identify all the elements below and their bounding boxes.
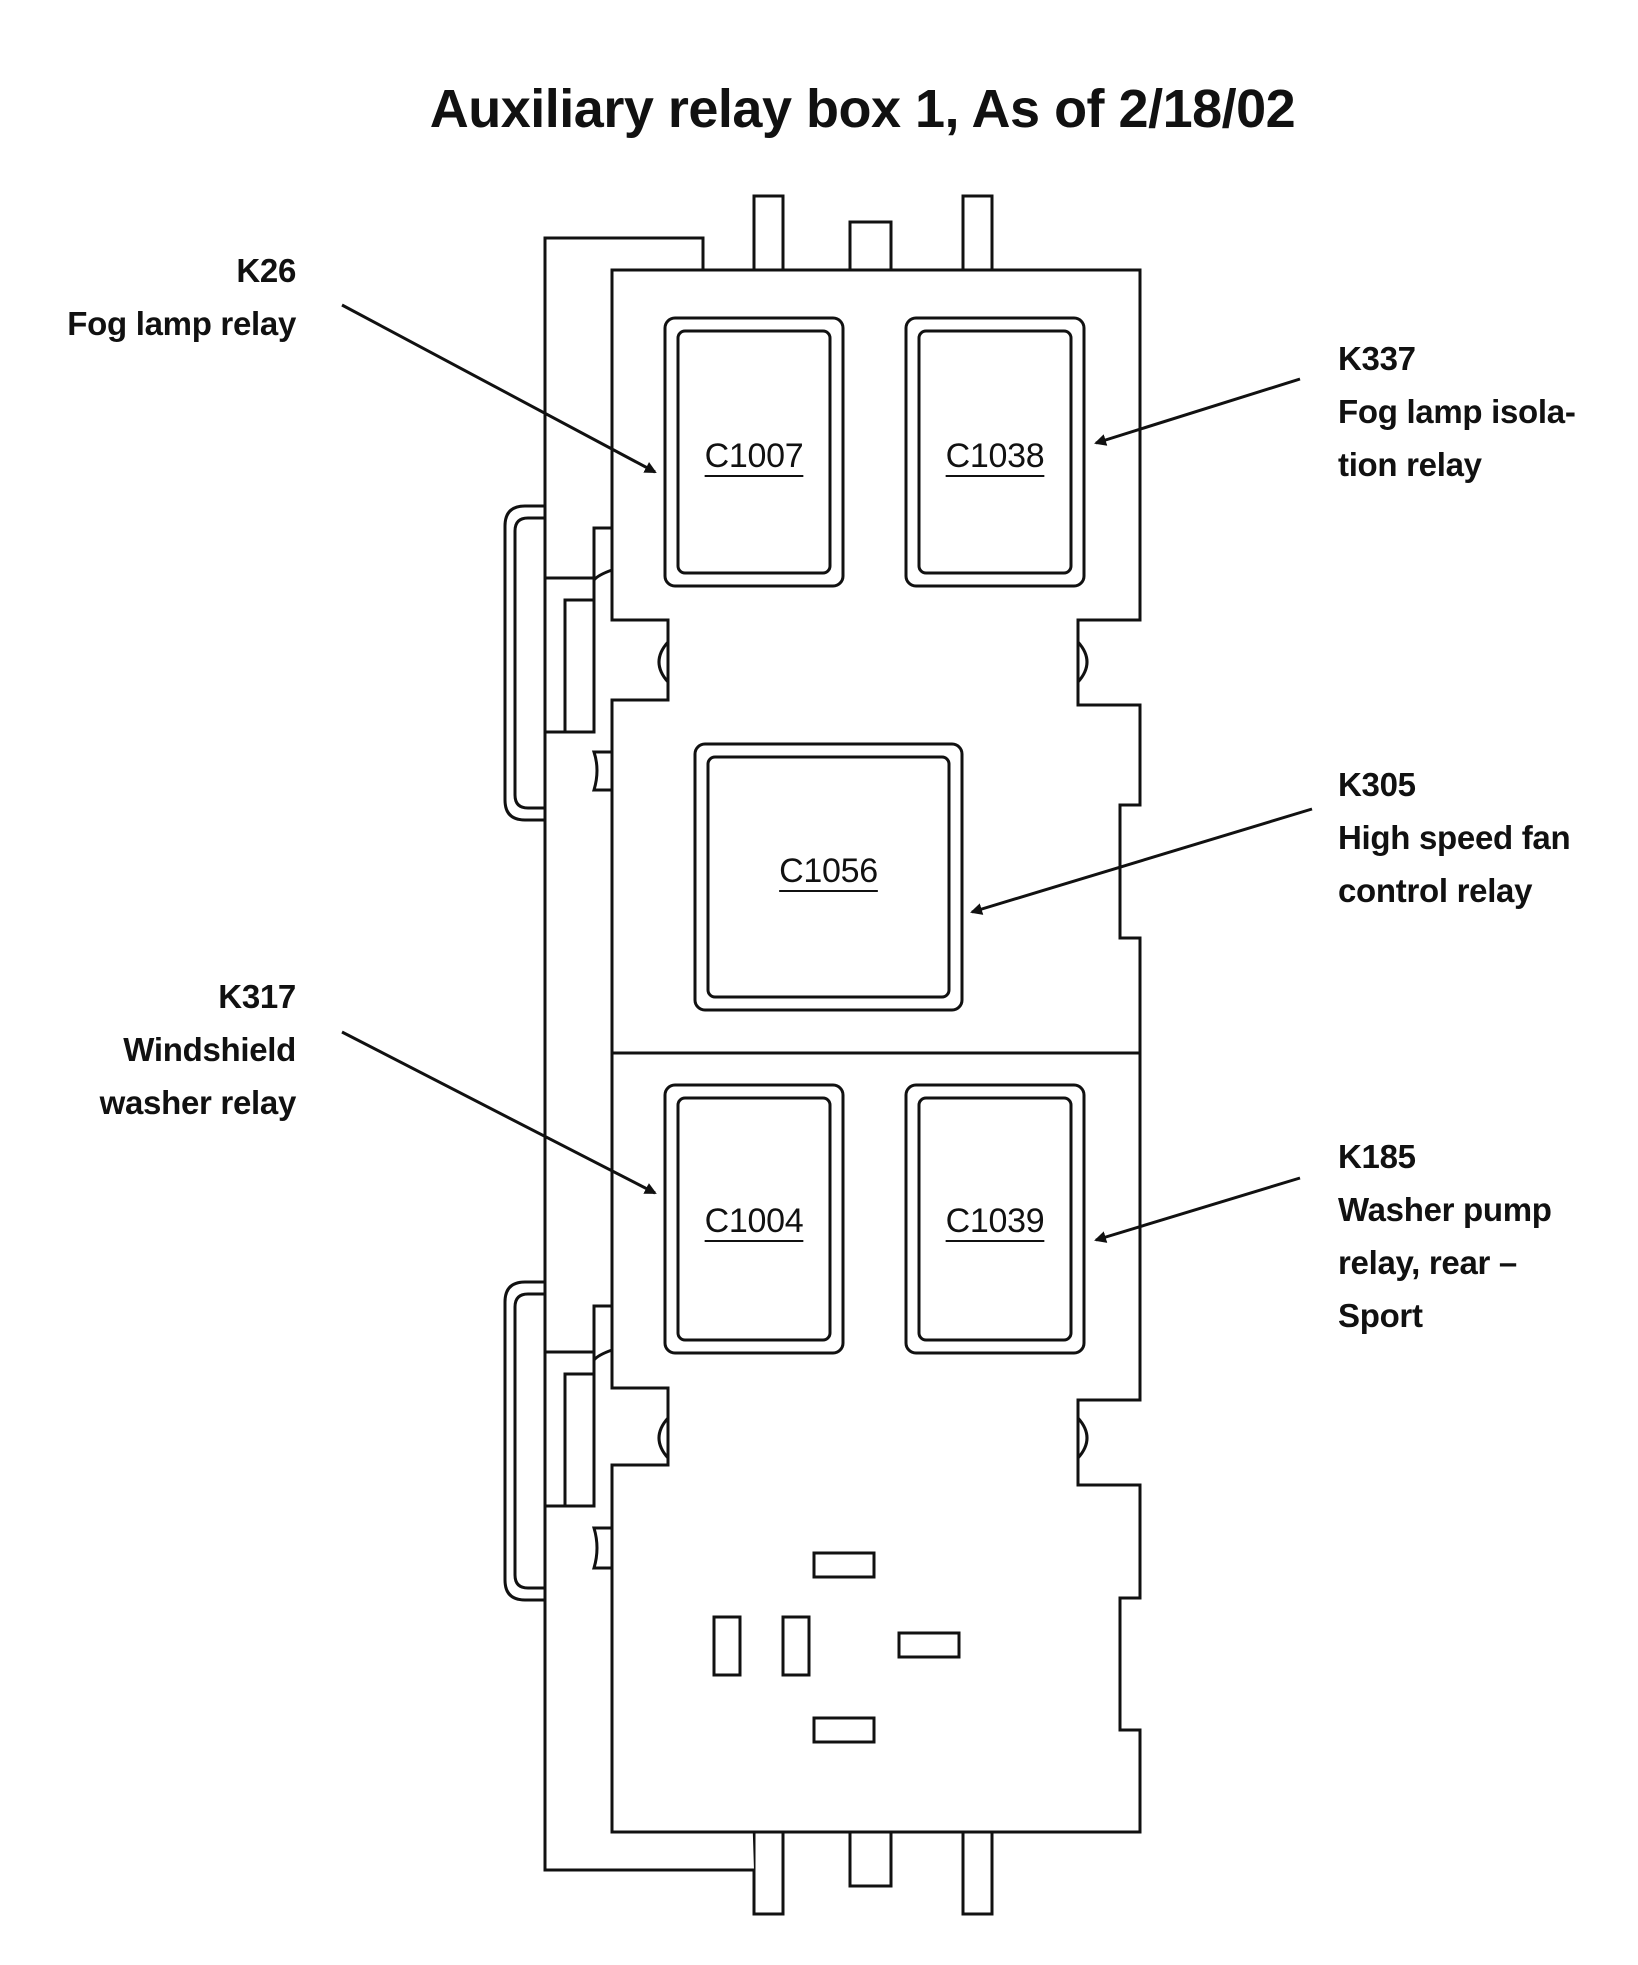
callout-code: K337 xyxy=(1338,340,1416,377)
callout-code: K305 xyxy=(1338,766,1416,803)
arrow-k185 xyxy=(1094,1176,1301,1243)
relay-label-c1056: C1056 xyxy=(779,852,878,890)
top-terminal-right xyxy=(961,194,994,272)
relay-label-c1004: C1004 xyxy=(704,1202,804,1240)
relay-c1004 xyxy=(663,1083,845,1355)
connector-pin-slots xyxy=(712,1551,961,1744)
top-terminal-left xyxy=(752,194,785,272)
callout-k305: K305 High speed fan control relay xyxy=(1338,758,1571,917)
callout-code: K185 xyxy=(1338,1138,1416,1175)
top-terminal-middle xyxy=(848,220,893,272)
left-clip-lower xyxy=(503,1280,614,1602)
callout-text: relay, rear – xyxy=(1338,1244,1517,1281)
diagram-title: Auxiliary relay box 1, As of 2/18/02 xyxy=(429,79,1296,139)
arrow-k317 xyxy=(341,1030,657,1195)
arrow-k305 xyxy=(970,807,1313,915)
notch-left-upper xyxy=(657,640,670,684)
notch-right-upper xyxy=(1076,640,1089,684)
callout-text: Fog lamp relay xyxy=(67,305,296,342)
callout-text: Sport xyxy=(1338,1297,1423,1334)
relay-c1038 xyxy=(904,316,1086,588)
callout-text: tion relay xyxy=(1338,446,1482,483)
callout-text: Windshield xyxy=(123,1031,296,1068)
relay-label-c1007: C1007 xyxy=(704,437,804,475)
relay-box-body xyxy=(610,268,1142,1834)
callout-k26: K26 Fog lamp relay xyxy=(67,244,296,350)
arrow-k26 xyxy=(341,303,657,474)
callout-text: washer relay xyxy=(99,1084,297,1121)
relay-label-c1038: C1038 xyxy=(945,437,1045,475)
callout-k337: K337 Fog lamp isola- tion relay xyxy=(1338,332,1576,491)
relay-c1039 xyxy=(904,1083,1086,1355)
relay-c1056 xyxy=(693,742,964,1012)
bottom-terminal-right xyxy=(961,1830,994,1916)
callout-text: Washer pump xyxy=(1338,1191,1552,1228)
callout-k317: K317 Windshield washer relay xyxy=(99,970,297,1129)
arrow-k337 xyxy=(1094,377,1301,446)
bottom-terminal-middle xyxy=(848,1830,893,1888)
callout-text: High speed fan xyxy=(1338,819,1571,856)
callout-code: K26 xyxy=(236,252,296,289)
callout-code: K317 xyxy=(218,978,296,1015)
callout-k185: K185 Washer pump relay, rear – Sport xyxy=(1338,1130,1552,1342)
relay-c1007 xyxy=(663,316,845,588)
bottom-terminal-left xyxy=(752,1830,785,1916)
relay-label-c1039: C1039 xyxy=(945,1202,1045,1240)
callout-text: Fog lamp isola- xyxy=(1338,393,1576,430)
callout-text: control relay xyxy=(1338,872,1533,909)
notch-right-lower xyxy=(1076,1416,1089,1460)
notch-left-lower xyxy=(657,1416,670,1460)
